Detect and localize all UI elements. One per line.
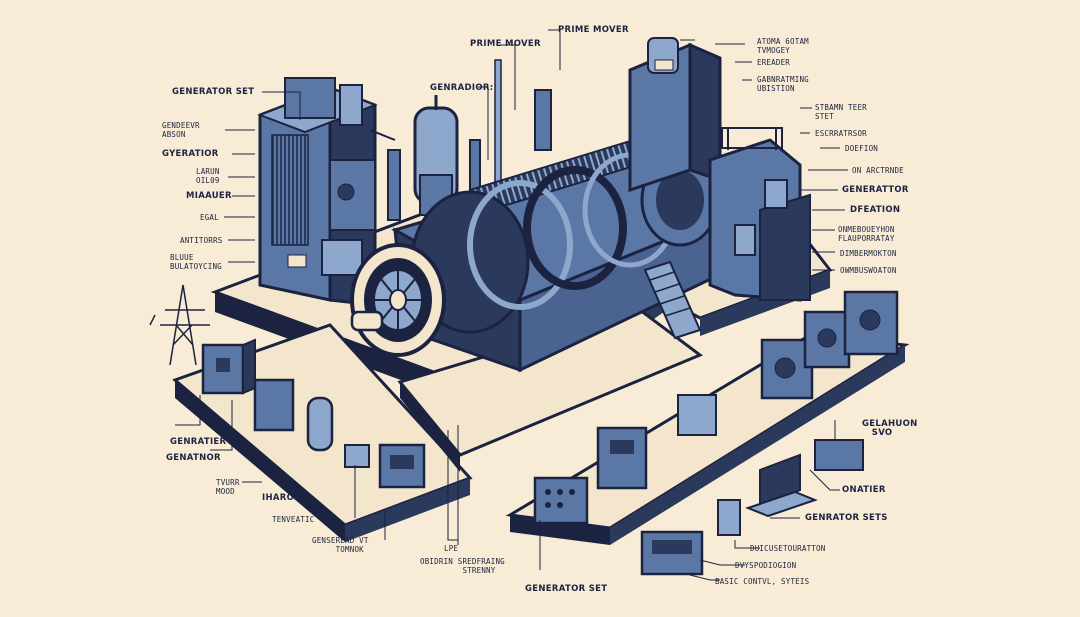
right-tower	[628, 37, 811, 302]
label-dfeation: DFEATION	[850, 205, 901, 215]
label-miaauer: MIAAUER	[186, 191, 232, 201]
transmission-tower	[149, 284, 210, 366]
label-dvyspodiogion: DVYSPODIOGION	[735, 561, 797, 570]
label-duicusetouraton: DUICUSETOURATTON	[750, 544, 826, 553]
label-obidrin: OBIDRIN SREDFRAING STRENNY	[420, 557, 505, 575]
label-generator-set-bottom: GENERATOR SET	[525, 584, 608, 594]
label-genseread: GENSEREAD VT TOMNOK	[312, 536, 369, 554]
label-antitorrs: ANTITORRS	[180, 236, 223, 245]
label-prime-mover-right: PRIME MOVER	[558, 25, 629, 35]
label-genratier: GENRATIER	[170, 437, 227, 447]
label-on-arctrnde: ON ARCTRNDE	[852, 166, 904, 175]
label-doefion: DOEFION	[845, 144, 879, 153]
leader-lines	[175, 29, 850, 581]
label-escrratrsor: ESCRRATRSOR	[815, 129, 867, 138]
label-dimbermokton: DIMBERMOKTON	[840, 249, 897, 258]
label-generator-set-top: GENERATOR SET	[172, 87, 255, 97]
label-genradior: GENRADIOR:	[430, 83, 494, 93]
label-genrator-sets: GENRATOR SETS	[805, 513, 888, 523]
label-gelahuon: GELAHUON SVO	[862, 419, 918, 438]
vertical-tank	[413, 59, 552, 236]
turbine-generator	[350, 127, 744, 373]
label-prime-mover-left: PRIME MOVER	[470, 39, 541, 49]
label-genatnor: GENATNOR	[166, 453, 221, 463]
right-equipment	[533, 290, 899, 576]
lower-left-equipment	[201, 338, 426, 489]
label-egal: EGAL	[200, 213, 219, 222]
label-ereader: EREADER	[757, 58, 791, 67]
label-generattor: GENERATTOR	[842, 185, 909, 195]
label-tenveatic: TENVEATIC	[272, 515, 315, 524]
label-gyeratior: GYERATIOR	[162, 149, 219, 159]
label-onatier: ONATIER	[842, 485, 886, 495]
control-cabinet	[257, 77, 401, 307]
label-basic-control: BASIC CONTVL, SYTEIS	[715, 577, 810, 586]
label-iharon: IHARON	[262, 493, 302, 503]
label-lpe: LPE	[444, 544, 459, 553]
label-owmbuswoaton: OWMBUSWOATON	[840, 266, 897, 275]
